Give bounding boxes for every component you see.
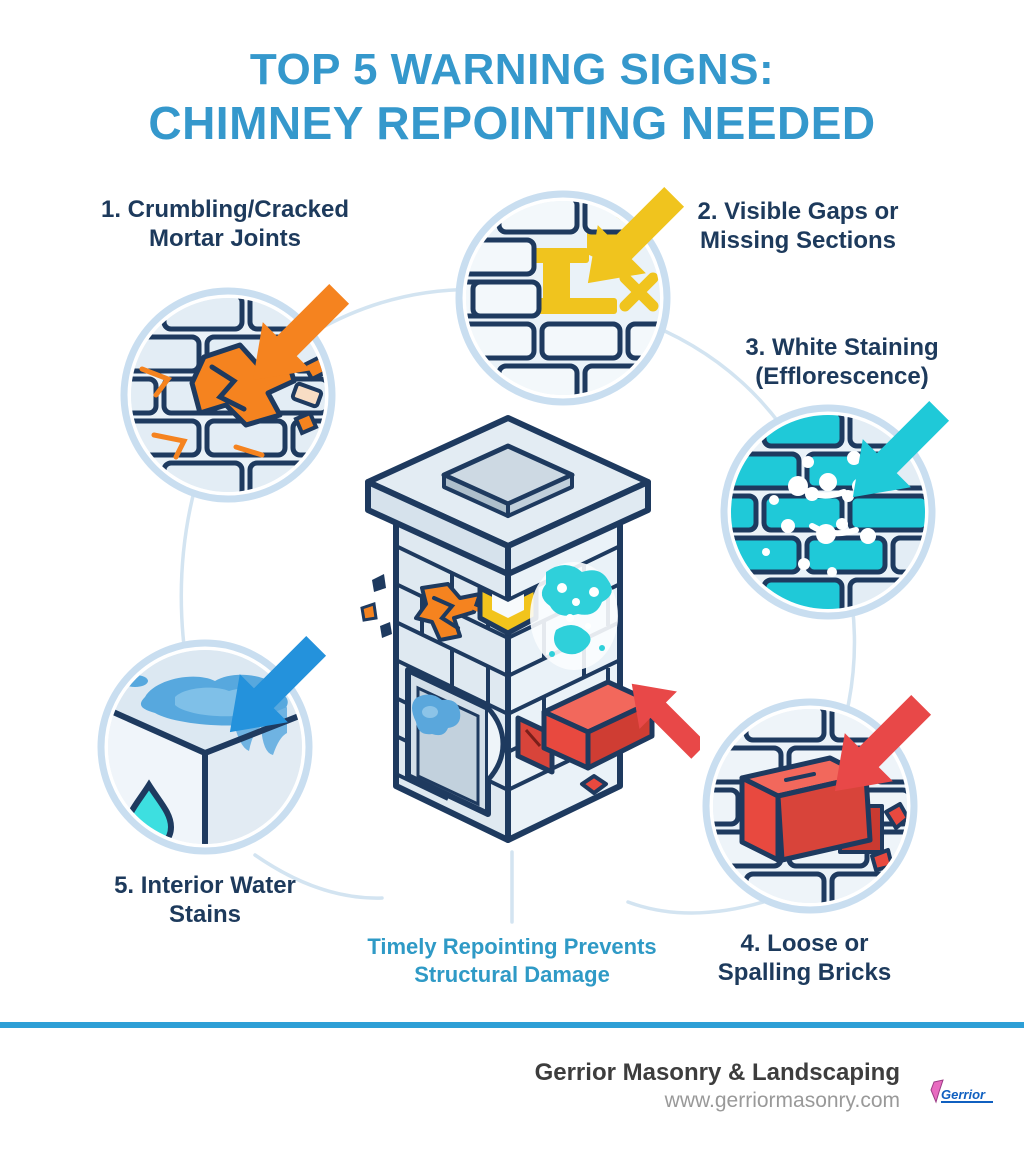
crack-damage (360, 574, 500, 642)
sign-5-circle (85, 601, 349, 865)
company-name: Gerrior Masonry & Landscaping (534, 1059, 900, 1086)
corner-edges (108, 700, 302, 844)
sign-2-label: 2. Visible Gaps or Missing Sections (697, 198, 899, 254)
footer: Gerrior Masonry & Landscaping www.gerrio… (535, 1058, 900, 1113)
sign-2-circle (443, 152, 707, 416)
sign-4-label: 4. Loose or Spalling Bricks (717, 930, 892, 986)
center-caption: Timely Repointing Prevents Structural Da… (367, 934, 657, 987)
sign-4-circle (690, 660, 954, 924)
logo-text: Gerrior (941, 1087, 986, 1102)
chimney-crown (365, 415, 651, 577)
cutaway-interior (405, 667, 506, 817)
sign-3-label: 3. White Staining (Efflorescence) (745, 334, 939, 390)
warning-arrow-icon (852, 400, 950, 498)
warning-arrow-icon (587, 186, 685, 284)
website-url[interactable]: www.gerriormasonry.com (664, 1089, 900, 1112)
warning-arrow-icon (252, 283, 350, 381)
loose-brick-arrow-icon (631, 683, 700, 759)
missing-section-x-mark (619, 272, 659, 312)
company-logo: Gerrior (930, 1079, 993, 1104)
warning-arrow-icon (229, 635, 327, 733)
spalling-brick-illustration (702, 694, 932, 914)
cracked-mortar-illustration (120, 283, 350, 503)
water-stain-illustration (97, 635, 327, 855)
efflorescence-damage (530, 562, 618, 670)
page-title: TOP 5 WARNING SIGNS: CHIMNEY REPOINTING … (0, 44, 1024, 150)
footer-divider (0, 1022, 1024, 1028)
sign-1-circle (108, 249, 372, 513)
chimney-illustration (360, 415, 700, 843)
missing-mortar-illustration (455, 186, 685, 406)
efflorescence-illustration (720, 400, 950, 620)
trowel-icon (930, 1079, 944, 1104)
title-line-1: TOP 5 WARNING SIGNS: (249, 45, 775, 94)
sign-1-label: 1. Crumbling/Cracked Mortar Joints (100, 196, 350, 252)
title-line-2: CHIMNEY REPOINTING NEEDED (148, 96, 876, 149)
sign-3-circle (708, 366, 972, 630)
warning-arrow-icon (834, 694, 932, 792)
sign-5-label: 5. Interior Water Stains (114, 872, 296, 928)
logo-underline (941, 1101, 993, 1103)
